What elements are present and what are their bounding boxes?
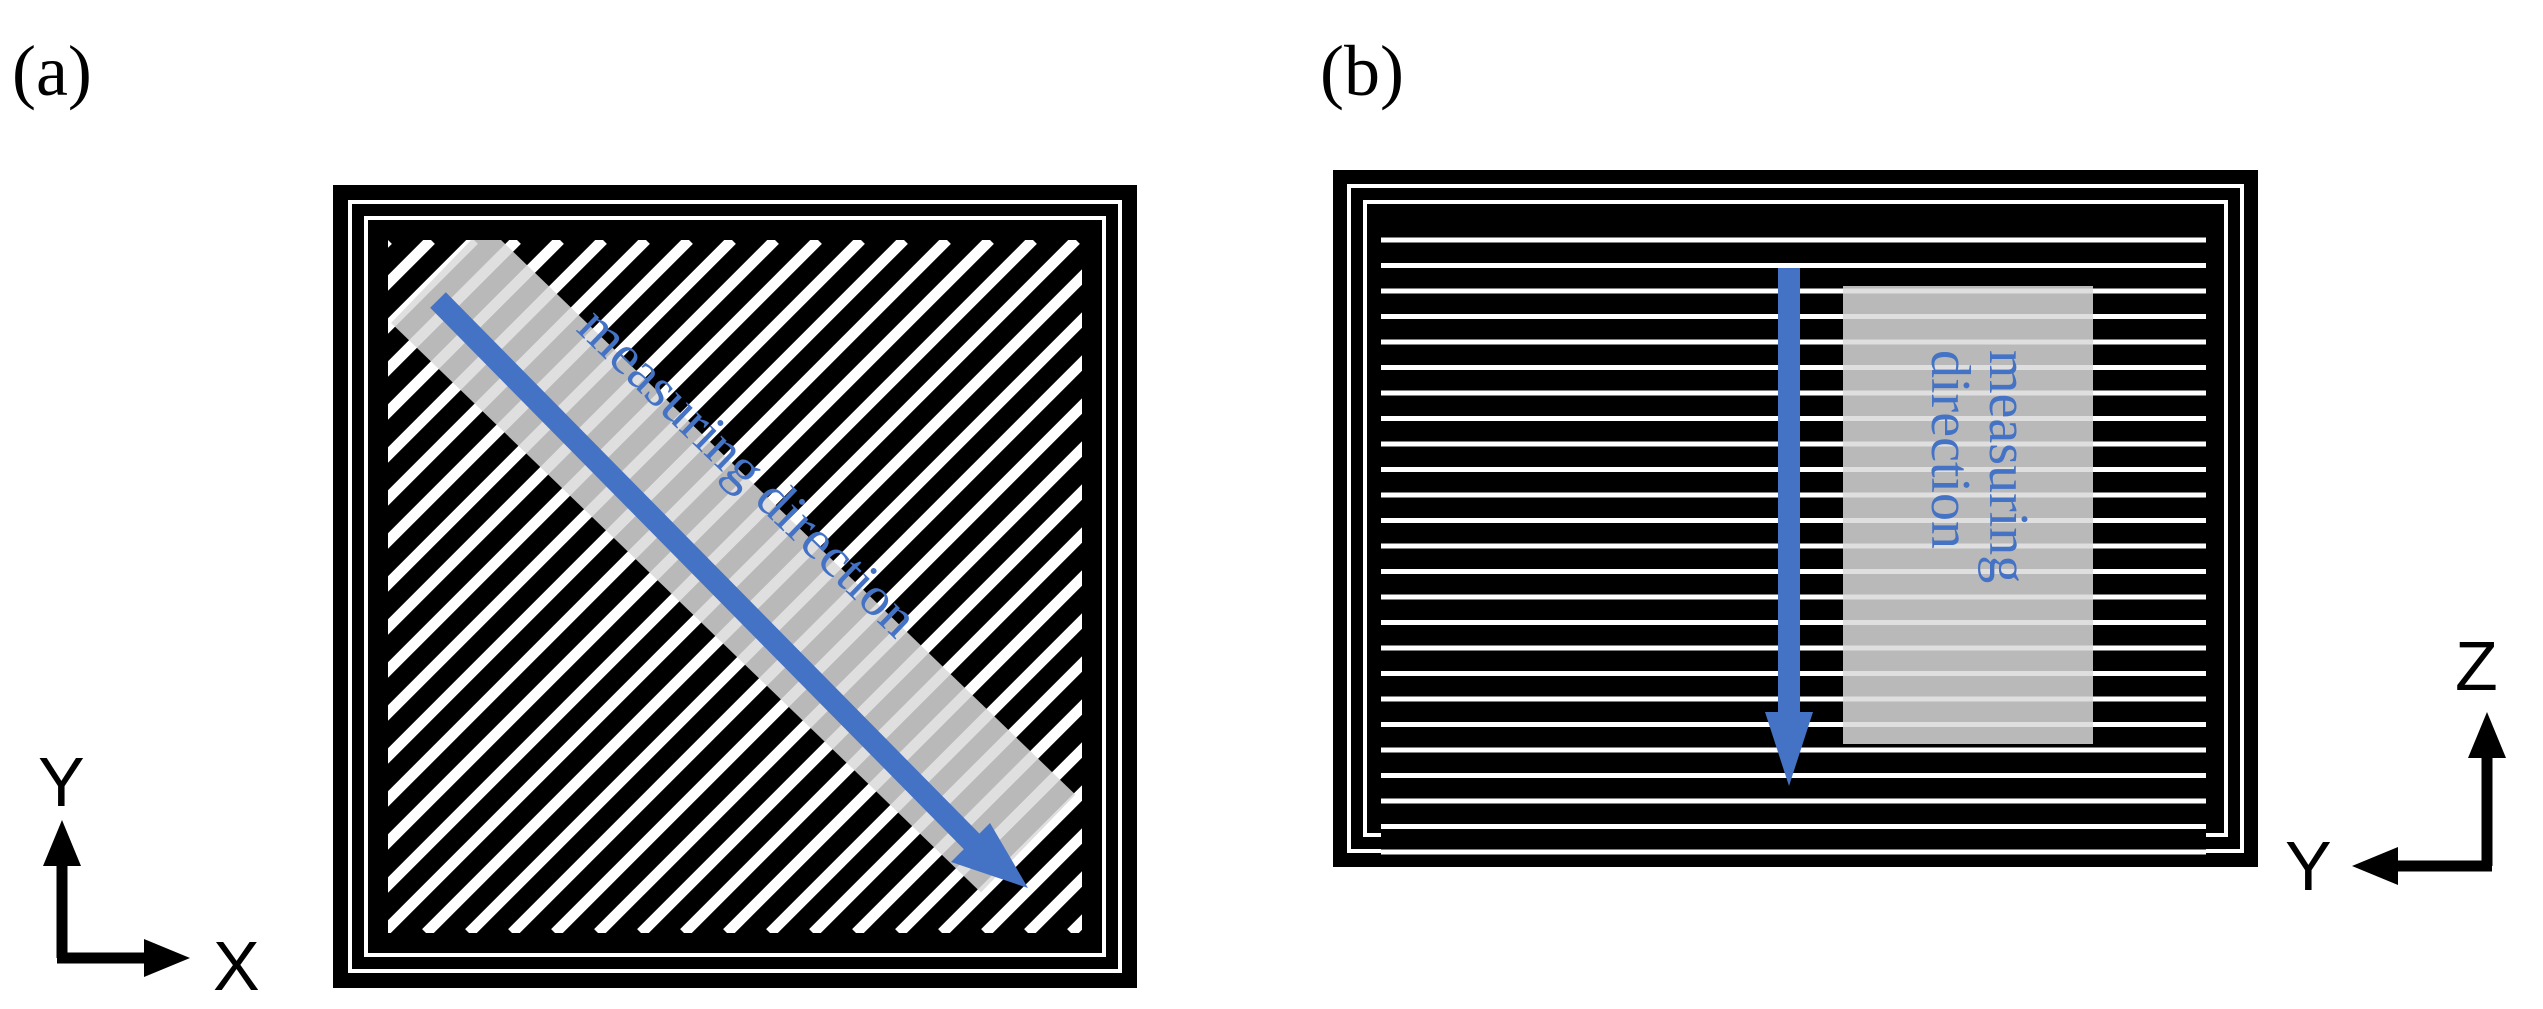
panel-b-axis-z-label: Z [2455,627,2498,705]
panel-a-axes: Y X [38,743,260,1005]
panel-b-measuring-text: measuring [1977,350,2039,583]
hatch-line [388,240,392,248]
panel-a-axis-x-label: X [213,927,260,1005]
hatch-line [551,398,1082,933]
hatch-line [388,240,951,807]
hatch-line [680,527,1082,933]
hatch-line [723,570,1082,933]
panel-b-measuring-direction-text: measuring direction [1919,350,2039,583]
hatch-line [938,785,1082,933]
panel-b-axes: Z Y [2285,627,2506,905]
hatch-line [388,240,908,764]
hatch-line [388,240,521,377]
panel-b-measuring-strip [1843,286,2093,744]
panel-a-axis-y-label: Y [38,743,85,821]
hatch-line [594,441,1082,933]
hatch-line [388,240,822,678]
hatch-line [766,613,1082,933]
panel-b: (b) measuring direction Z Y [1320,31,2506,905]
panel-a: (a) measuring direction Y X [12,31,1137,1005]
panel-a-label: (a) [12,31,92,111]
panel-b-direction-text: direction [1919,350,1981,549]
hatch-line [637,484,1082,933]
panel-b-axis-y-label: Y [2285,827,2332,905]
panel-b-label: (b) [1320,31,1404,111]
panel-a-blue-arrow [430,292,1028,888]
hatch-line [388,240,994,850]
hatch-line [388,240,779,635]
hatch-line [388,240,865,721]
panel-a-measuring-strip [391,240,1076,893]
panel-b-blue-arrow [1765,268,1813,786]
